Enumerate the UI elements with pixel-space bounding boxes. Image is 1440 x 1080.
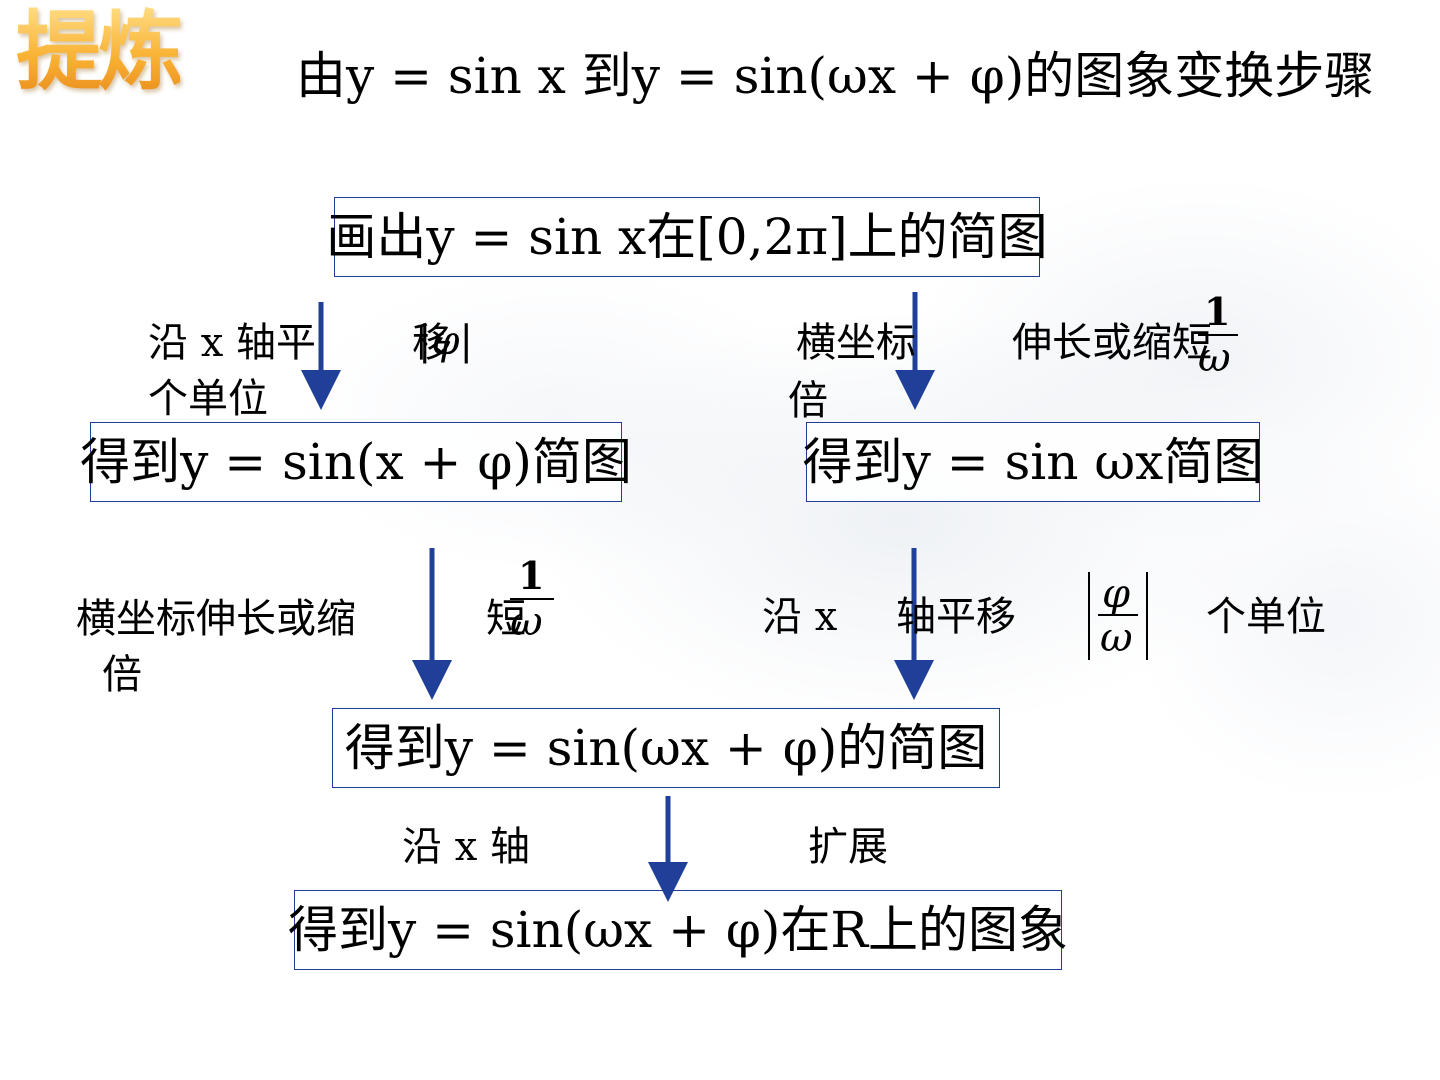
box-final-text: 得到y = sin(ωx + φ)在R上的图象: [287, 901, 1069, 959]
label-right-shift-num: φ: [1102, 571, 1131, 617]
label-left-shift-abs: |φ|: [418, 318, 473, 364]
label-right-shift-abs-left: [1088, 572, 1090, 660]
label-right-scale-b: 伸长或缩短: [1012, 320, 1212, 366]
label-left-scale-a: 横坐标伸长或缩: [76, 596, 356, 642]
box-final: 得到y = sin(ωx + φ)在R上的图象: [288, 890, 1068, 970]
label-left-scale-bar: [510, 598, 554, 600]
label-left-scale-den: ω: [510, 599, 543, 645]
box-right-mid: 得到y = sin ωx简图: [803, 422, 1263, 502]
label-right-shift-abs-right: [1146, 572, 1148, 660]
label-right-shift-bar: [1098, 614, 1138, 616]
label-extend-b: 扩展: [808, 824, 888, 870]
label-right-scale-c: 倍: [788, 378, 828, 424]
label-extend-a: 沿 x 轴: [402, 824, 530, 870]
label-left-scale-num: 1: [518, 553, 545, 598]
label-right-shift-den: ω: [1100, 615, 1133, 661]
label-right-scale-a: 横坐标: [796, 320, 916, 366]
box-start: 画出y = sin x在[0,2π]上的简图: [326, 197, 1048, 277]
box-right-mid-text: 得到y = sin ωx简图: [802, 433, 1264, 491]
box-start-text: 画出y = sin x在[0,2π]上的简图: [326, 208, 1048, 266]
label-right-shift-b: 轴平移: [896, 594, 1016, 640]
label-left-shift-a: 沿 x 轴平: [148, 320, 316, 366]
label-left-scale-c: 倍: [102, 652, 142, 698]
label-right-shift-a: 沿 x: [762, 594, 838, 640]
label-left-shift-c: 个单位: [148, 376, 268, 422]
label-left-scale-b: 短: [486, 596, 526, 642]
label-right-shift-c: 个单位: [1206, 594, 1326, 640]
label-right-scale-den: ω: [1198, 335, 1231, 381]
page-title: 由y = sin x 到y = sin(ωx + φ)的图象变换步骤: [296, 47, 1375, 105]
box-merge-text: 得到y = sin(ωx + φ)的简图: [344, 719, 988, 777]
box-left-mid: 得到y = sin(x + φ)简图: [80, 422, 632, 502]
label-right-scale-bar: [1198, 334, 1238, 336]
label-right-scale-num: 1: [1204, 289, 1231, 334]
summary-badge: 提炼: [16, 1, 184, 102]
box-merge: 得到y = sin(ωx + φ)的简图: [332, 708, 1000, 788]
box-left-mid-text: 得到y = sin(x + φ)简图: [80, 433, 632, 491]
label-left-shift-b: 移: [412, 320, 452, 366]
